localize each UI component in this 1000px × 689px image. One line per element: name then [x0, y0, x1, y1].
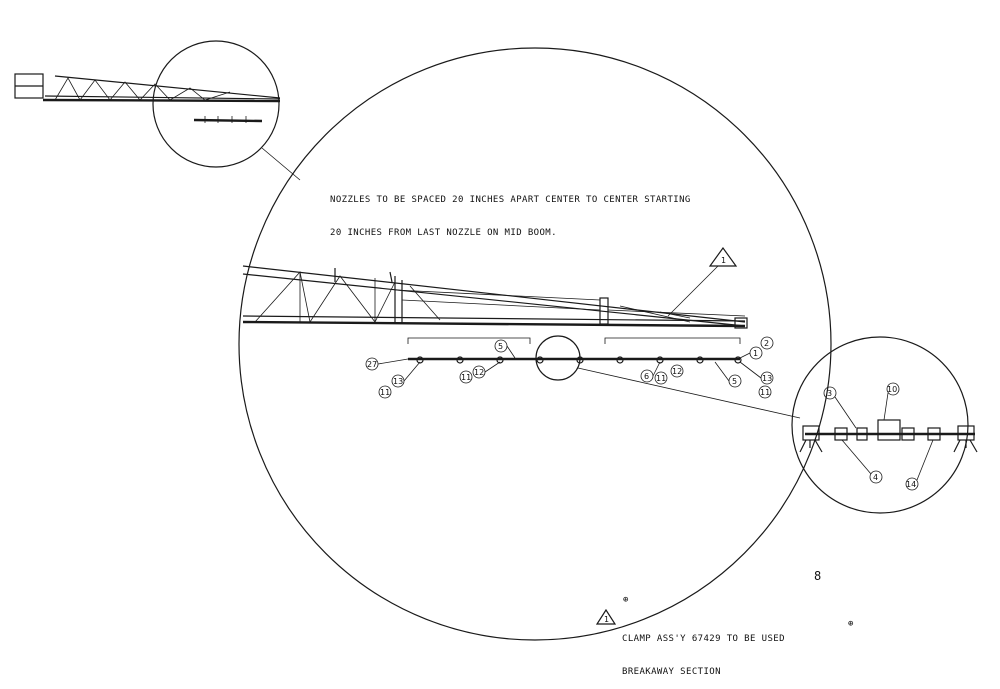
svg-text:11: 11 [461, 373, 471, 382]
main-boom-truss [242, 265, 748, 329]
overview-boom [14, 73, 281, 123]
svg-text:11: 11 [380, 388, 390, 397]
nozzle-brackets [407, 337, 741, 344]
svg-text:4: 4 [873, 473, 878, 482]
clamp-note-line2: BREAKAWAY SECTION [622, 667, 721, 677]
svg-text:27: 27 [367, 360, 377, 369]
svg-text:1: 1 [753, 349, 758, 358]
svg-text:13: 13 [762, 374, 772, 383]
manifold-detail-circle [535, 335, 581, 381]
svg-text:12: 12 [672, 367, 682, 376]
stray-mark-circle-a: ⊕ [623, 595, 629, 605]
svg-text:6: 6 [644, 372, 649, 381]
overview-detail-circle [152, 40, 280, 168]
svg-text:3: 3 [827, 389, 832, 398]
svg-text:2: 2 [764, 339, 769, 348]
main-detail-circle [238, 47, 832, 641]
svg-text:5: 5 [498, 342, 503, 351]
nozzle-manifold [408, 356, 742, 364]
svg-text:14: 14 [906, 480, 916, 489]
stray-mark-circle-b: ⊕ [848, 619, 854, 629]
clamp-note-warning-icon: 1 [595, 608, 617, 625]
svg-text:11: 11 [760, 388, 770, 397]
nozzle-detail-parts: 3 10 4 14 [799, 382, 978, 491]
stray-mark-8: 8 [814, 569, 822, 583]
svg-text:12: 12 [474, 368, 484, 377]
svg-text:10: 10 [887, 385, 897, 394]
main-callouts: 2 1 27 5 13 11 11 12 6 11 12 5 13 11 [365, 336, 774, 399]
clamp-note-line1: CLAMP ASS'Y 67429 TO BE USED [622, 634, 785, 644]
clamp-note: CLAMP ASS'Y 67429 TO BE USED BREAKAWAY S… [622, 612, 785, 689]
nozzle-spacing-note-line2: 20 INCHES FROM LAST NOZZLE ON MID BOOM. [330, 228, 557, 238]
nozzle-spacing-note: NOZZLES TO BE SPACED 20 INCHES APART CEN… [330, 173, 691, 250]
nozzle-detail-circle [791, 336, 969, 514]
svg-text:5: 5 [732, 377, 737, 386]
nozzle-spacing-note-line1: NOZZLES TO BE SPACED 20 INCHES APART CEN… [330, 195, 691, 205]
svg-text:1: 1 [721, 256, 726, 265]
svg-text:1: 1 [604, 615, 609, 624]
svg-text:13: 13 [393, 377, 403, 386]
flag-1-triangle: 1 [667, 246, 738, 317]
boom-assembly-drawing: 1 2 1 27 5 13 11 11 12 6 11 [14, 40, 978, 641]
svg-text:11: 11 [656, 374, 666, 383]
